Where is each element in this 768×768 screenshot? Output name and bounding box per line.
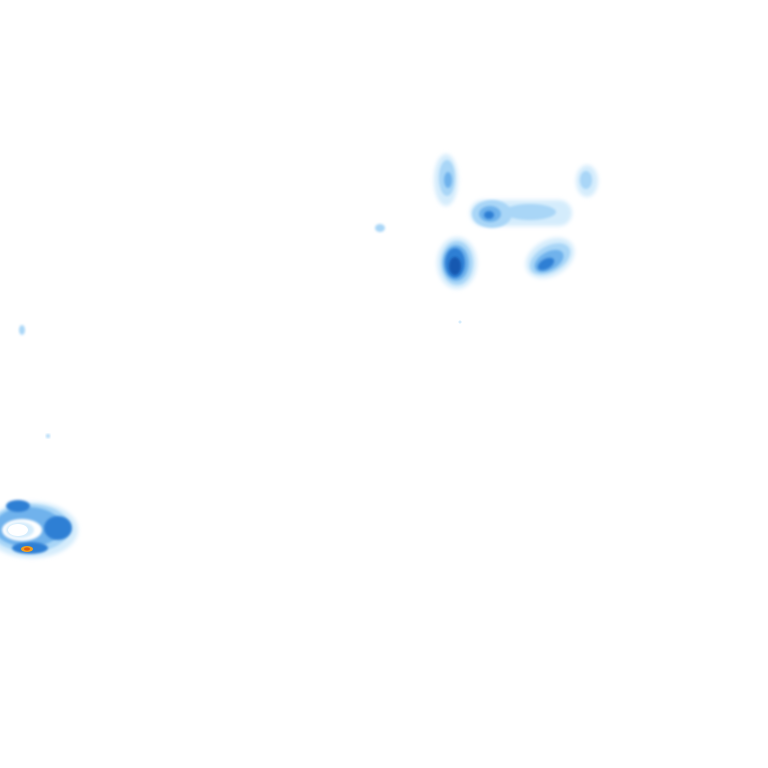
precip-cell-a [434,154,458,206]
precip-cell-c [576,165,598,197]
precip-specks [19,224,462,438]
precip-cell-f [0,500,78,558]
precip-cell-b [470,200,572,228]
precip-cell-e [525,237,575,279]
precip-cell-d [437,237,477,289]
